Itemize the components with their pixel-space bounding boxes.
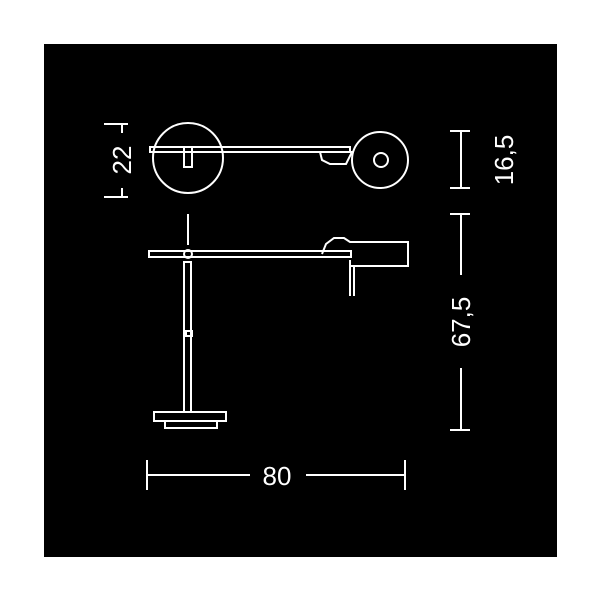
pivot-side [183, 249, 193, 259]
pole-collar [185, 330, 193, 337]
shade-side [321, 237, 409, 267]
pivot-block-top [183, 146, 193, 168]
base-side [153, 411, 227, 422]
dim-80-lines [146, 460, 406, 490]
arm-side [148, 250, 352, 258]
dim-22-lines [104, 123, 128, 198]
dim-22-label: 22 [107, 146, 137, 175]
dim-16-5-label: 16,5 [489, 135, 519, 186]
dim-16-5-lines [450, 130, 470, 189]
dim-80-label: 80 [263, 461, 292, 491]
shade-aperture-top [373, 152, 389, 168]
dim-67-5-label: 67,5 [446, 297, 476, 348]
shade-bracket-top [318, 151, 354, 165]
base-foot [164, 420, 218, 429]
base-disc-top [152, 122, 224, 194]
shade-disc-top [351, 131, 409, 189]
drawing-panel [44, 44, 557, 557]
side-view [148, 214, 409, 429]
arm-top [149, 146, 351, 153]
dim-67-5-lines [450, 213, 470, 431]
top-view [149, 122, 409, 194]
